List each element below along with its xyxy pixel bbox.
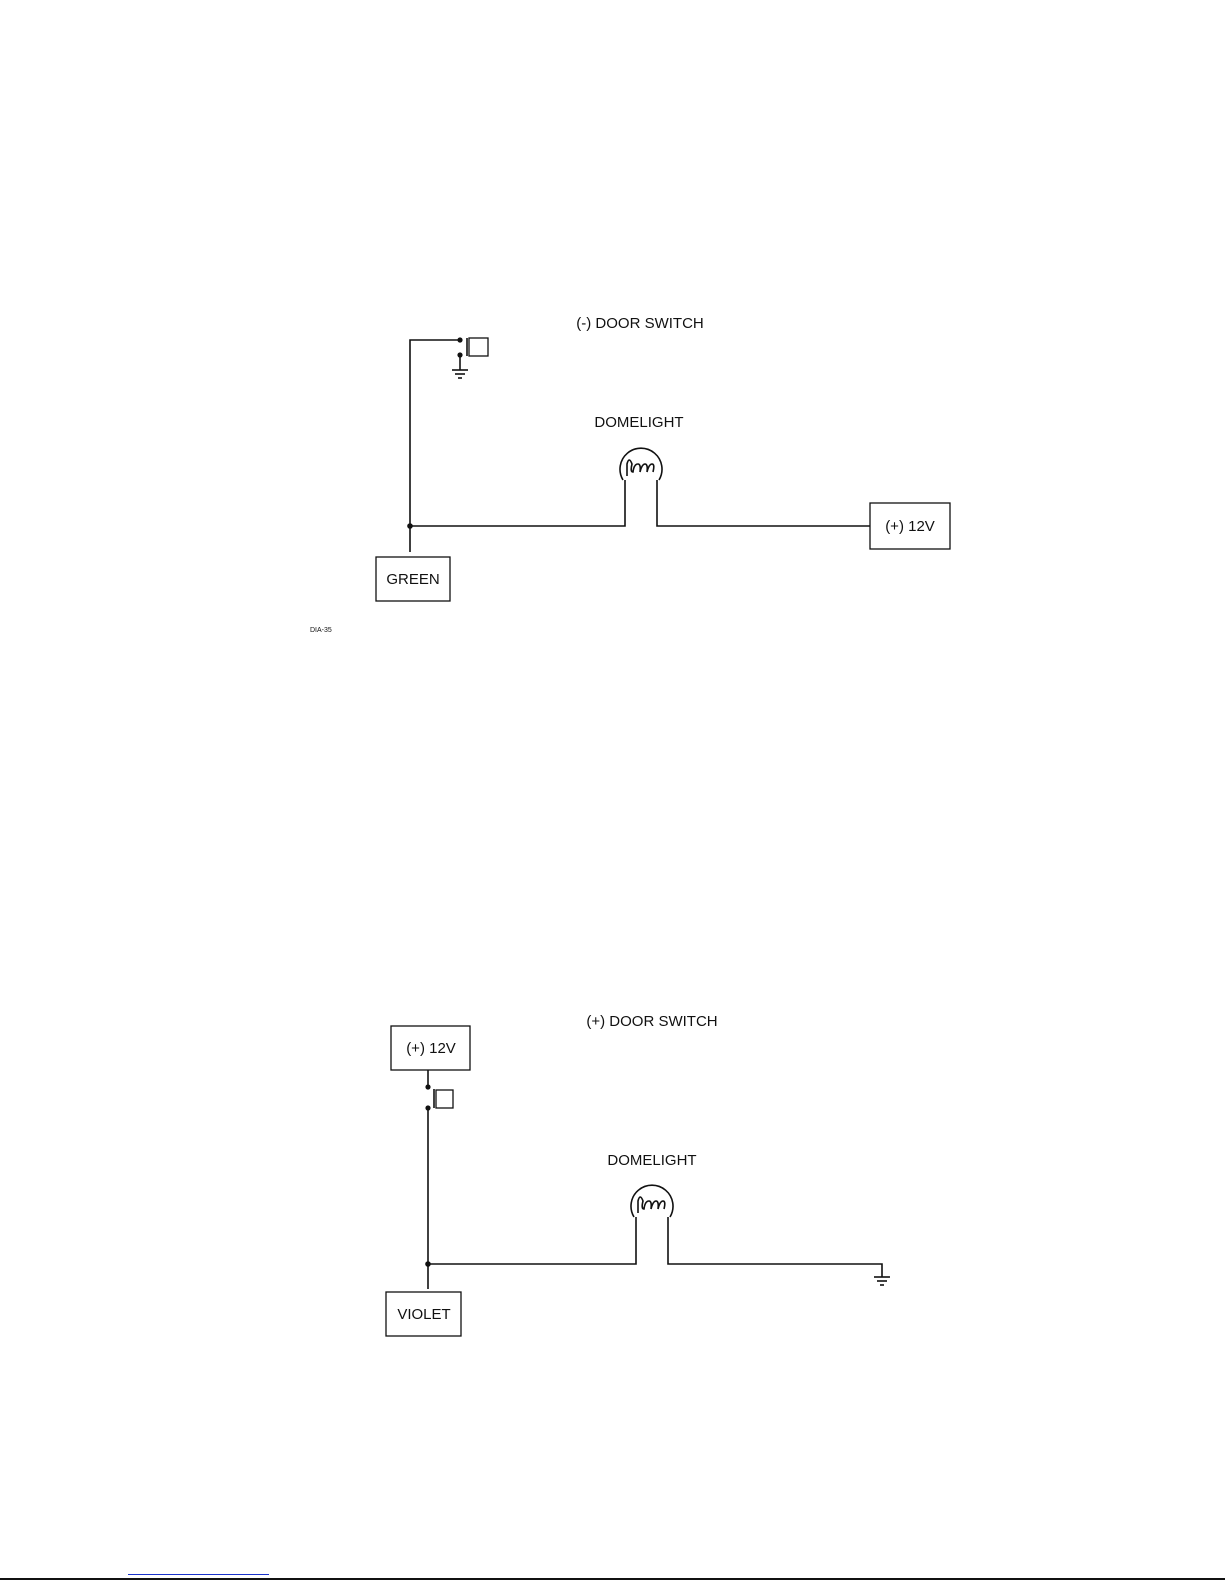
diagram-1-wire-lamp-right <box>657 480 870 526</box>
diagram-2-ground-icon <box>874 1277 890 1285</box>
diagram-2-power-label: (+) 12V <box>406 1040 456 1057</box>
diagram-1-power-label: (+) 12V <box>885 518 935 535</box>
diagram-1-door-switch-icon <box>457 337 488 370</box>
diagram-2-wire-lamp-right <box>668 1217 882 1277</box>
diagram-positive-door-switch: (+) DOOR SWITCH DOMELIGHT (+) 12V <box>386 1013 890 1336</box>
diagram-2-domelight-icon <box>631 1185 673 1217</box>
diagram-2-title: (+) DOOR SWITCH <box>586 1013 717 1030</box>
diagram-2-domelight-label: DOMELIGHT <box>607 1152 696 1169</box>
diagram-2-wire-color-label: VIOLET <box>397 1306 450 1323</box>
footer-rule <box>0 1578 1225 1580</box>
diagram-1-domelight-icon <box>620 448 662 480</box>
diagram-1-ground-icon <box>452 370 468 378</box>
diagram-1-wire-lamp-left <box>410 480 625 526</box>
diagram-1-wire-color-label: GREEN <box>386 571 439 588</box>
diagram-1-domelight-label: DOMELIGHT <box>594 414 683 431</box>
diagram-2-junction-dot <box>425 1261 431 1267</box>
link-underline[interactable] <box>128 1574 269 1575</box>
diagram-1-title: (-) DOOR SWITCH <box>576 315 703 332</box>
diagram-2-door-switch-icon <box>425 1084 453 1110</box>
diagram-2-wire-lamp-left <box>428 1217 636 1264</box>
diagram-1-figure-code: DIA-35 <box>310 627 332 634</box>
diagram-1-wire-switch <box>410 340 460 552</box>
diagram-1-junction-dot <box>407 523 413 529</box>
diagram-negative-door-switch: (-) DOOR SWITCH DOMELIGHT (+) 12V <box>310 315 950 634</box>
